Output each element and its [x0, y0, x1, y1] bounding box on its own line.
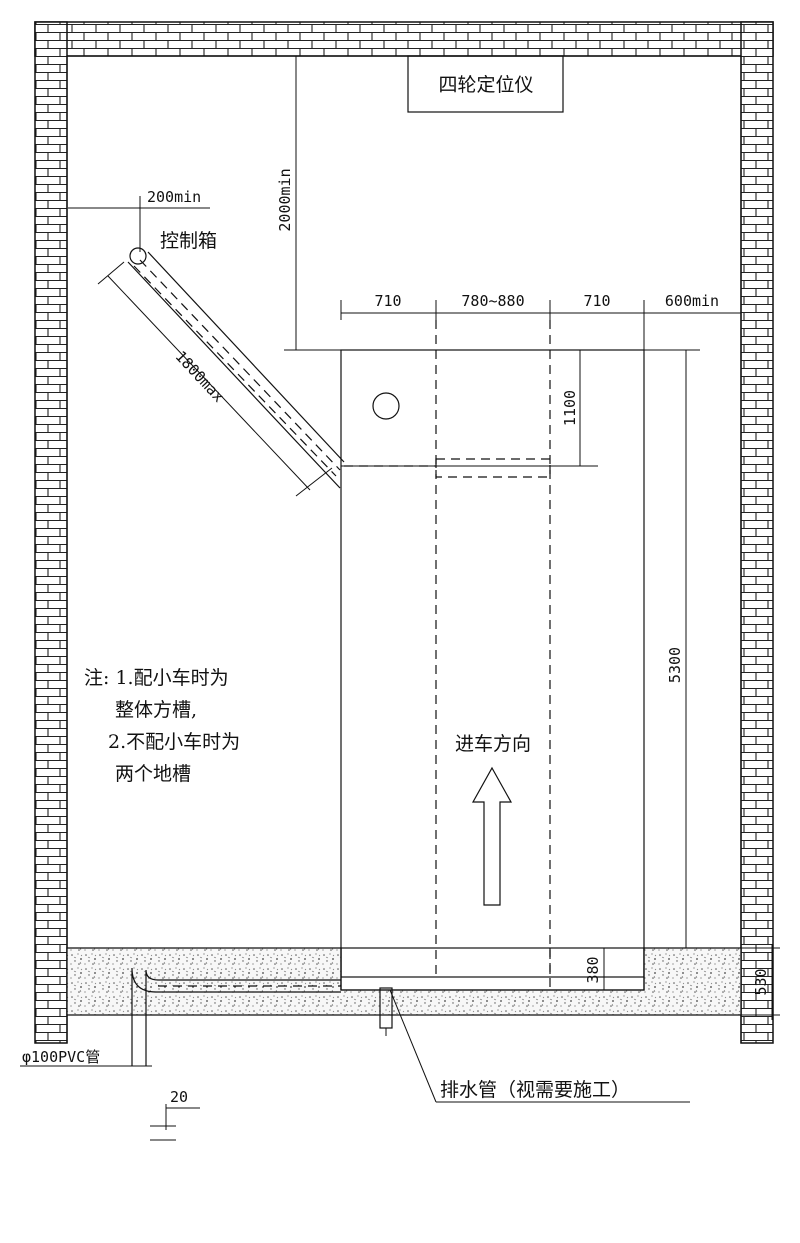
control-box-icon — [129, 247, 147, 265]
dim-20-text: 20 — [170, 1088, 188, 1106]
dim-5300-text: 5300 — [666, 647, 684, 683]
control-box-group: 200min 控制箱 1800max — [68, 188, 345, 497]
pvc-pipe-label: φ100PVC管 — [22, 1048, 100, 1066]
brick-walls — [34, 21, 774, 1044]
dim-1800max-text: 1800max — [172, 347, 228, 406]
note-line-3: 2.不配小车时为 — [108, 731, 240, 753]
dim-710-left-text: 710 — [374, 292, 401, 310]
note-line-4: 两个地槽 — [115, 763, 191, 785]
note-line-1: 注: 1.配小车时为 — [84, 667, 229, 689]
dim-780-880-text: 780~880 — [461, 292, 524, 310]
section-view: φ100PVC管 20 排水管（视需要施工） 380 530 — [20, 944, 780, 1141]
entry-direction-label: 进车方向 — [455, 733, 531, 755]
notes: 注: 1.配小车时为 整体方槽, 2.不配小车时为 两个地槽 — [84, 667, 240, 785]
wheel-aligner-box — [407, 55, 564, 113]
dim-380-text: 380 — [584, 956, 602, 983]
dim-200min-text: 200min — [147, 188, 201, 206]
entry-direction-arrow-icon — [471, 766, 513, 906]
note-line-2: 整体方槽, — [115, 699, 197, 721]
turntable-icon — [372, 392, 400, 420]
pit-outline — [340, 947, 645, 991]
right-wall — [740, 21, 774, 1044]
top-dimensions: 710 780~880 710 600min — [340, 292, 741, 350]
left-wall — [34, 21, 68, 1044]
dim-2000min-text: 2000min — [276, 168, 294, 231]
platform-outline — [340, 349, 645, 978]
dim-710-right-text: 710 — [583, 292, 610, 310]
dim-1100-text: 1100 — [561, 390, 579, 426]
drain-pipe-label: 排水管（视需要施工） — [440, 1079, 630, 1101]
dim-530-text: 530 — [752, 968, 770, 995]
wheel-aligner-label: 四轮定位仪 — [438, 74, 533, 96]
wheel-aligner: 四轮定位仪 — [407, 55, 564, 113]
lift-platform: 1100 5300 进车方向 — [340, 320, 694, 978]
top-wall — [34, 21, 774, 57]
dim-600min-text: 600min — [665, 292, 719, 310]
concrete-slab — [66, 947, 742, 1016]
control-box-label: 控制箱 — [160, 230, 217, 252]
center-trench — [435, 458, 551, 478]
